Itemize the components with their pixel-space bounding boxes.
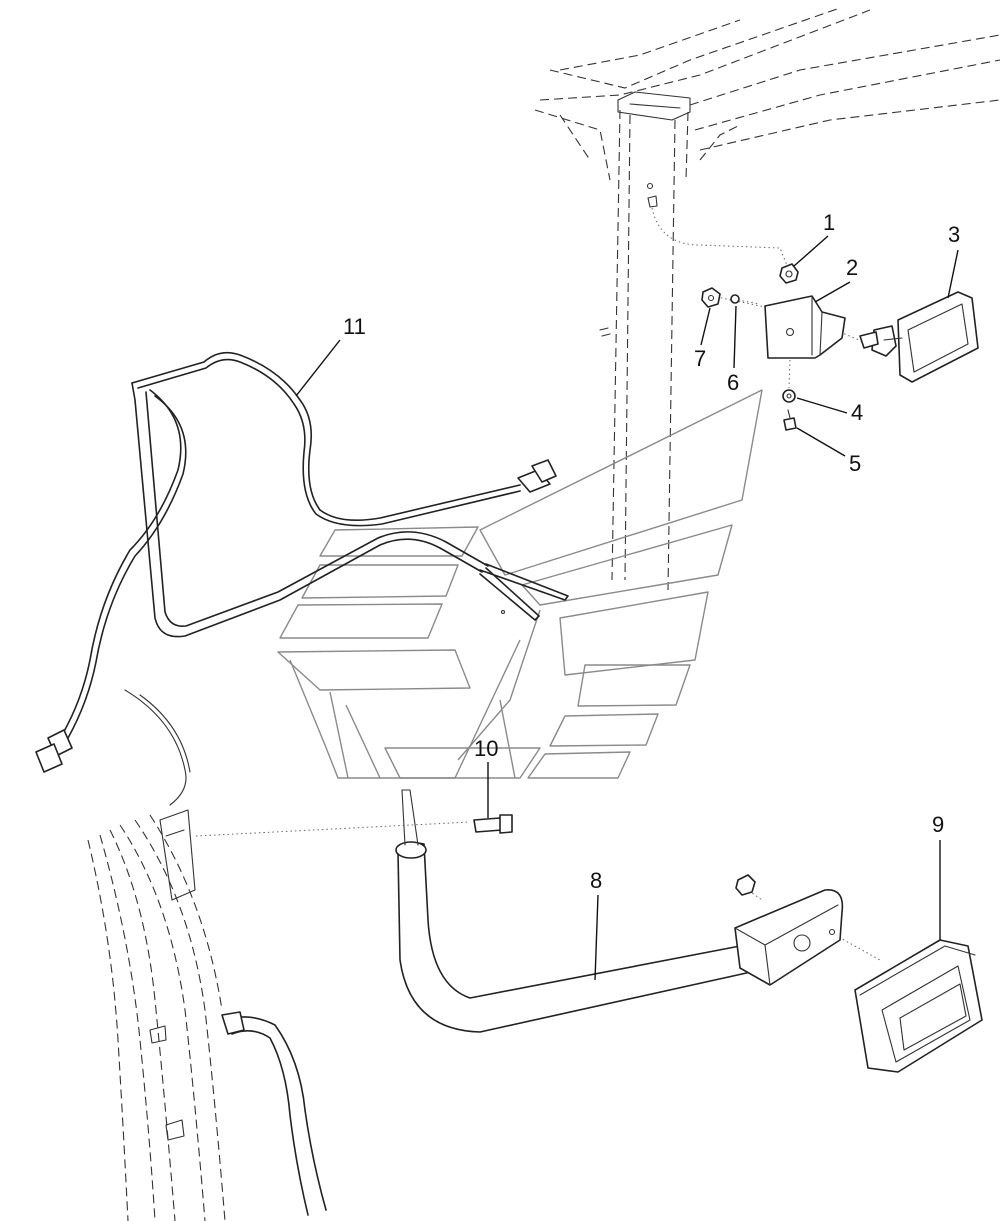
callout-label-10: 10 — [474, 736, 498, 761]
callout-6: 6 — [727, 305, 739, 395]
part-3-work-lamp — [859, 291, 979, 383]
part-4-washer — [782, 389, 796, 403]
cab-post — [599, 91, 691, 591]
part-1-nut — [779, 263, 799, 284]
callout-label-7: 7 — [694, 346, 706, 371]
callout-label-4: 4 — [851, 400, 863, 425]
callout-9: 9 — [932, 812, 944, 940]
callout-label-6: 6 — [727, 370, 739, 395]
part-5-bolt — [783, 409, 797, 431]
callout-label-5: 5 — [849, 451, 861, 476]
callout-11: 11 — [295, 314, 366, 397]
callout-1: 1 — [793, 210, 835, 267]
callout-3: 3 — [947, 222, 960, 299]
part-10-bolt — [473, 814, 513, 834]
wire-harness — [35, 351, 569, 773]
callout-8: 8 — [590, 868, 602, 981]
part-8-mounting-arm — [395, 789, 844, 1033]
part-2-bracket — [764, 295, 846, 359]
callout-10: 10 — [474, 736, 498, 818]
callout-label-3: 3 — [948, 222, 960, 247]
callout-2: 2 — [814, 255, 858, 303]
part-7-nut — [701, 287, 721, 308]
callout-4: 4 — [796, 397, 863, 425]
callout-label-2: 2 — [846, 255, 858, 280]
part-9-work-lamp — [854, 939, 983, 1073]
cab-roof-frame — [534, 7, 1001, 181]
callout-label-8: 8 — [590, 868, 602, 893]
callout-7: 7 — [694, 307, 711, 371]
logo-outline — [277, 389, 763, 779]
callout-label-9: 9 — [932, 812, 944, 837]
lower-cab-frame — [87, 689, 327, 1221]
callout-5: 5 — [796, 427, 861, 476]
callout-label-1: 1 — [823, 210, 835, 235]
part-6-washer — [730, 294, 740, 304]
callout-label-11: 11 — [343, 314, 366, 339]
